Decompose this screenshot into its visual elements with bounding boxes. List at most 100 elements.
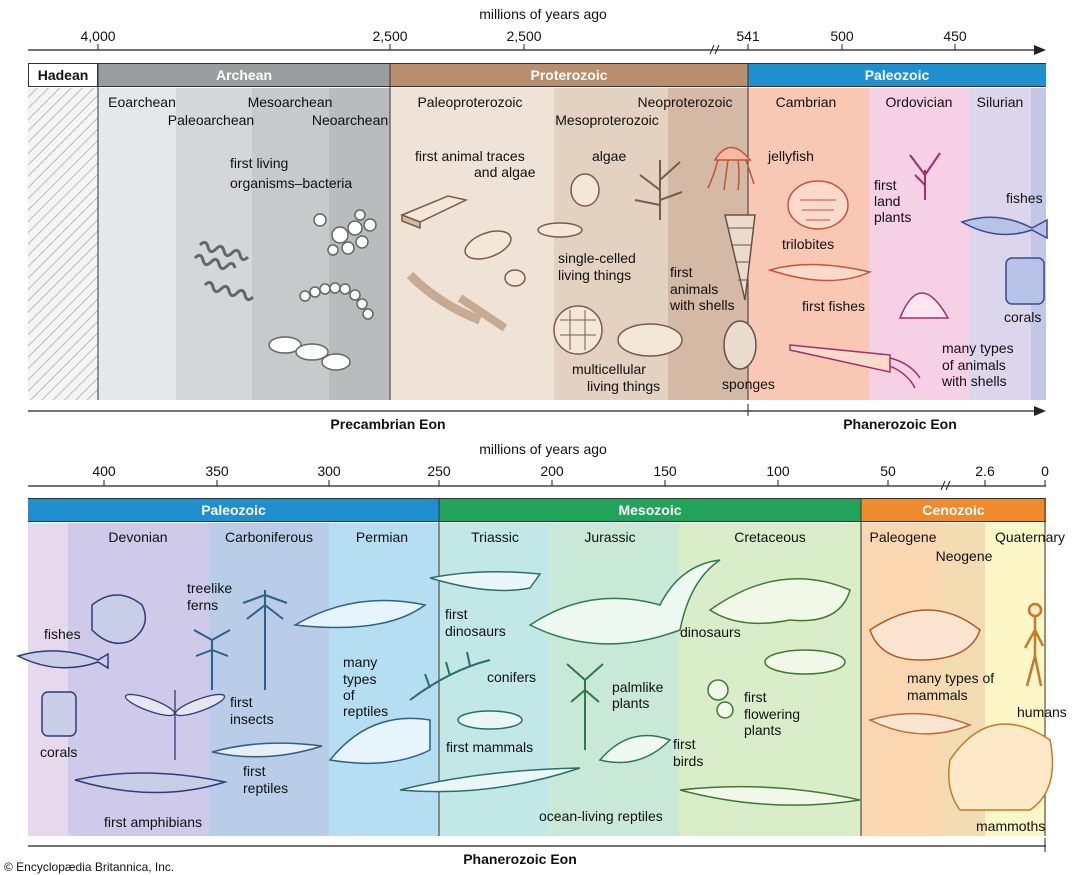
label-mammoths: mammoths	[976, 818, 1046, 834]
silurian-title: Silurian	[976, 94, 1024, 110]
sauropod-icon	[528, 559, 721, 645]
ordovician-title: Ordovician	[885, 94, 953, 110]
rhino-mammal-icon	[869, 609, 981, 661]
label-many-reptiles-3: of	[343, 687, 355, 703]
label-fishes-top: fishes	[1006, 190, 1043, 206]
label-many-reptiles-2: types	[343, 671, 377, 687]
label-first-living-1: first living	[230, 155, 289, 171]
first-mammal-icon	[457, 710, 523, 730]
algae-cell-icon	[406, 173, 600, 332]
paleoproterozoic-title: Paleoproterozoic	[417, 94, 523, 110]
trace-fossil-slab-icon	[399, 195, 469, 230]
sponge-icon	[723, 320, 757, 370]
label-first-reptiles-2: reptiles	[243, 780, 289, 796]
bottom-tick-250: 250	[427, 463, 451, 479]
mesoarchean-title: Mesoarchean	[247, 94, 333, 110]
neoproterozoic-title: Neoproterozoic	[637, 94, 733, 110]
permian-title: Permian	[355, 529, 409, 545]
dragonfly-icon	[124, 690, 226, 760]
cat-mammal-icon	[867, 712, 973, 735]
label-many-reptiles-4: reptiles	[343, 703, 389, 719]
label-first-mammals: first mammals	[446, 739, 534, 755]
jurassic-title: Jurassic	[584, 529, 636, 545]
flower-icon	[707, 679, 734, 719]
cambrian-title: Cambrian	[775, 94, 837, 110]
label-first-land-1: first	[874, 177, 897, 193]
triassic-dinosaur-icon	[429, 571, 542, 592]
label-palmlike-1: palmlike	[612, 679, 664, 695]
label-single-celled-1: single-celled	[558, 250, 636, 266]
label-first-living-2: organisms–bacteria	[230, 175, 353, 191]
bottom-tick-100: 100	[766, 463, 790, 479]
label-first-flowering-3: plants	[744, 722, 782, 738]
coral-icon	[1005, 257, 1045, 305]
top-tick-500: 500	[830, 28, 854, 44]
label-many-types-3: with shells	[942, 373, 1007, 389]
label-many-reptiles-1: many	[343, 654, 378, 670]
label-animal-traces-2: and algae	[474, 164, 536, 180]
label-palmlike-2: plants	[612, 695, 650, 711]
label-conifers: conifers	[487, 669, 537, 685]
amphibian-icon	[74, 772, 228, 794]
label-first-insects-2: insects	[230, 711, 274, 727]
cretaceous-title: Cretaceous	[734, 529, 806, 545]
first-bird-icon	[598, 734, 672, 764]
devonian-title: Devonian	[108, 529, 168, 545]
label-fishes-bottom: fishes	[44, 626, 81, 642]
label-multicellular-1: multicellular	[572, 361, 646, 377]
jellyfish-icon	[707, 146, 755, 191]
label-trilobites: trilobites	[782, 236, 835, 252]
small-mammal-icon	[764, 649, 846, 675]
label-first-flowering-1: first	[744, 689, 767, 705]
paleozoic-band-bottom: Paleozoic	[28, 498, 439, 522]
hadean-band: Hadean	[28, 63, 98, 87]
precambrian-eon-label: Precambrian Eon	[330, 416, 446, 432]
label-many-types-2: of animals	[942, 357, 1006, 373]
bottom-tick-400: 400	[92, 463, 116, 479]
ocean-reptile-icon	[399, 767, 861, 806]
label-first-land-2: land	[874, 193, 901, 209]
label-first-dinosaurs-1: first	[445, 606, 468, 622]
land-plant-icon	[909, 152, 941, 200]
label-first-fishes: first fishes	[802, 298, 866, 314]
label-many-mammals-1: many types of	[907, 670, 995, 686]
mesozoic-band: Mesozoic	[439, 498, 861, 522]
devonian-fish-icon	[15, 594, 147, 670]
bottom-tick-350: 350	[205, 463, 229, 479]
human-icon	[1023, 602, 1045, 687]
top-tick-2500b: 2,500	[506, 28, 542, 44]
algae-frond-icon	[634, 160, 683, 220]
bottom-tick-2-6: 2.6	[975, 463, 995, 479]
first-fish-icon	[767, 263, 873, 282]
top-axis-title: millions of years ago	[479, 6, 607, 22]
silurian-fish-icon	[960, 216, 1048, 240]
bottom-tick-150: 150	[653, 463, 677, 479]
phanerozoic-eon-label-bottom: Phanerozoic Eon	[463, 851, 577, 867]
archean-band: Archean	[98, 63, 390, 87]
shell-fan-icon	[898, 292, 950, 319]
paleoarchean-title: Paleoarchean	[167, 112, 255, 128]
label-animal-traces-1: first animal traces	[415, 148, 525, 164]
label-ocean-reptiles: ocean-living reptiles	[539, 808, 663, 824]
label-many-types-1: many types	[942, 340, 1014, 356]
triassic-title: Triassic	[471, 529, 519, 545]
label-sponges: sponges	[722, 376, 775, 392]
bacteria-spiral-icon	[193, 240, 255, 302]
bacteria-rod-icon	[268, 336, 351, 371]
paleozoic-label-bottom: Paleozoic	[201, 502, 266, 518]
bacteria-cluster-icon	[313, 209, 377, 256]
ceratopsian-icon	[708, 578, 851, 625]
top-tick-4000: 4,000	[80, 28, 116, 44]
neogene-title: Neogene	[935, 548, 993, 564]
nautiloid-icon	[789, 344, 921, 389]
label-first-animals-3: with shells	[670, 297, 735, 313]
cenozoic-band: Cenozoic	[861, 498, 1046, 522]
quaternary-title: Quaternary	[994, 529, 1066, 545]
shell-cone-icon	[724, 214, 756, 301]
label-corals-bottom: corals	[40, 744, 78, 760]
label-treelike-1: treelike	[187, 580, 233, 596]
neoarchean-title: Neoarchean	[311, 112, 389, 128]
